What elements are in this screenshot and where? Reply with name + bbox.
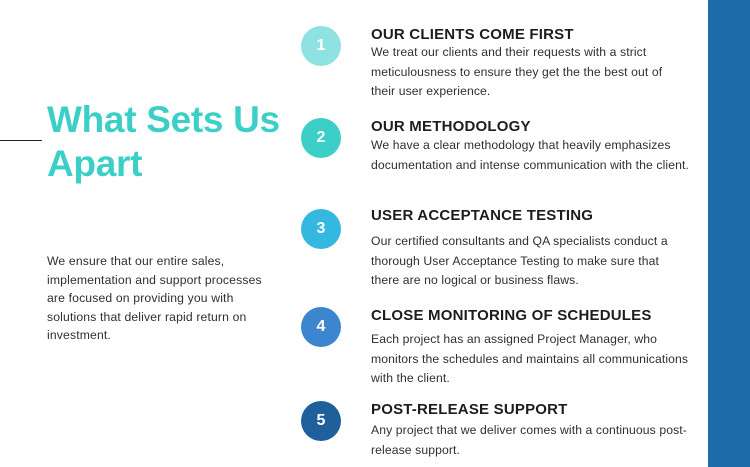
right-side-bar [708,0,750,467]
intro-paragraph: We ensure that our entire sales, impleme… [47,254,262,342]
title-accent-line [0,140,42,141]
feature-description-3: Our certified consultants and QA special… [371,234,668,287]
feature-description-5: Any project that we deliver comes with a… [371,423,687,457]
step-badge-4: 4 [301,307,341,347]
step-badge-5: 5 [301,401,341,441]
step-badge-2: 2 [301,118,341,158]
feature-title-3: USER ACCEPTANCE TESTING [371,207,594,224]
step-badge-1: 1 [301,26,341,66]
feature-title-4: CLOSE MONITORING OF SCHEDULES [371,307,652,324]
feature-description-1: We treat our clients and their requests … [371,45,663,98]
feature-title-2: OUR METHODOLOGY [371,118,531,135]
step-badge-3: 3 [301,209,341,249]
feature-title-5: POST-RELEASE SUPPORT [371,401,568,418]
page-title: What Sets Us Apart [47,99,280,184]
feature-description-2: We have a clear methodology that heavily… [371,138,689,172]
feature-title-1: OUR CLIENTS COME FIRST [371,26,574,43]
feature-description-4: Each project has an assigned Project Man… [371,332,689,385]
